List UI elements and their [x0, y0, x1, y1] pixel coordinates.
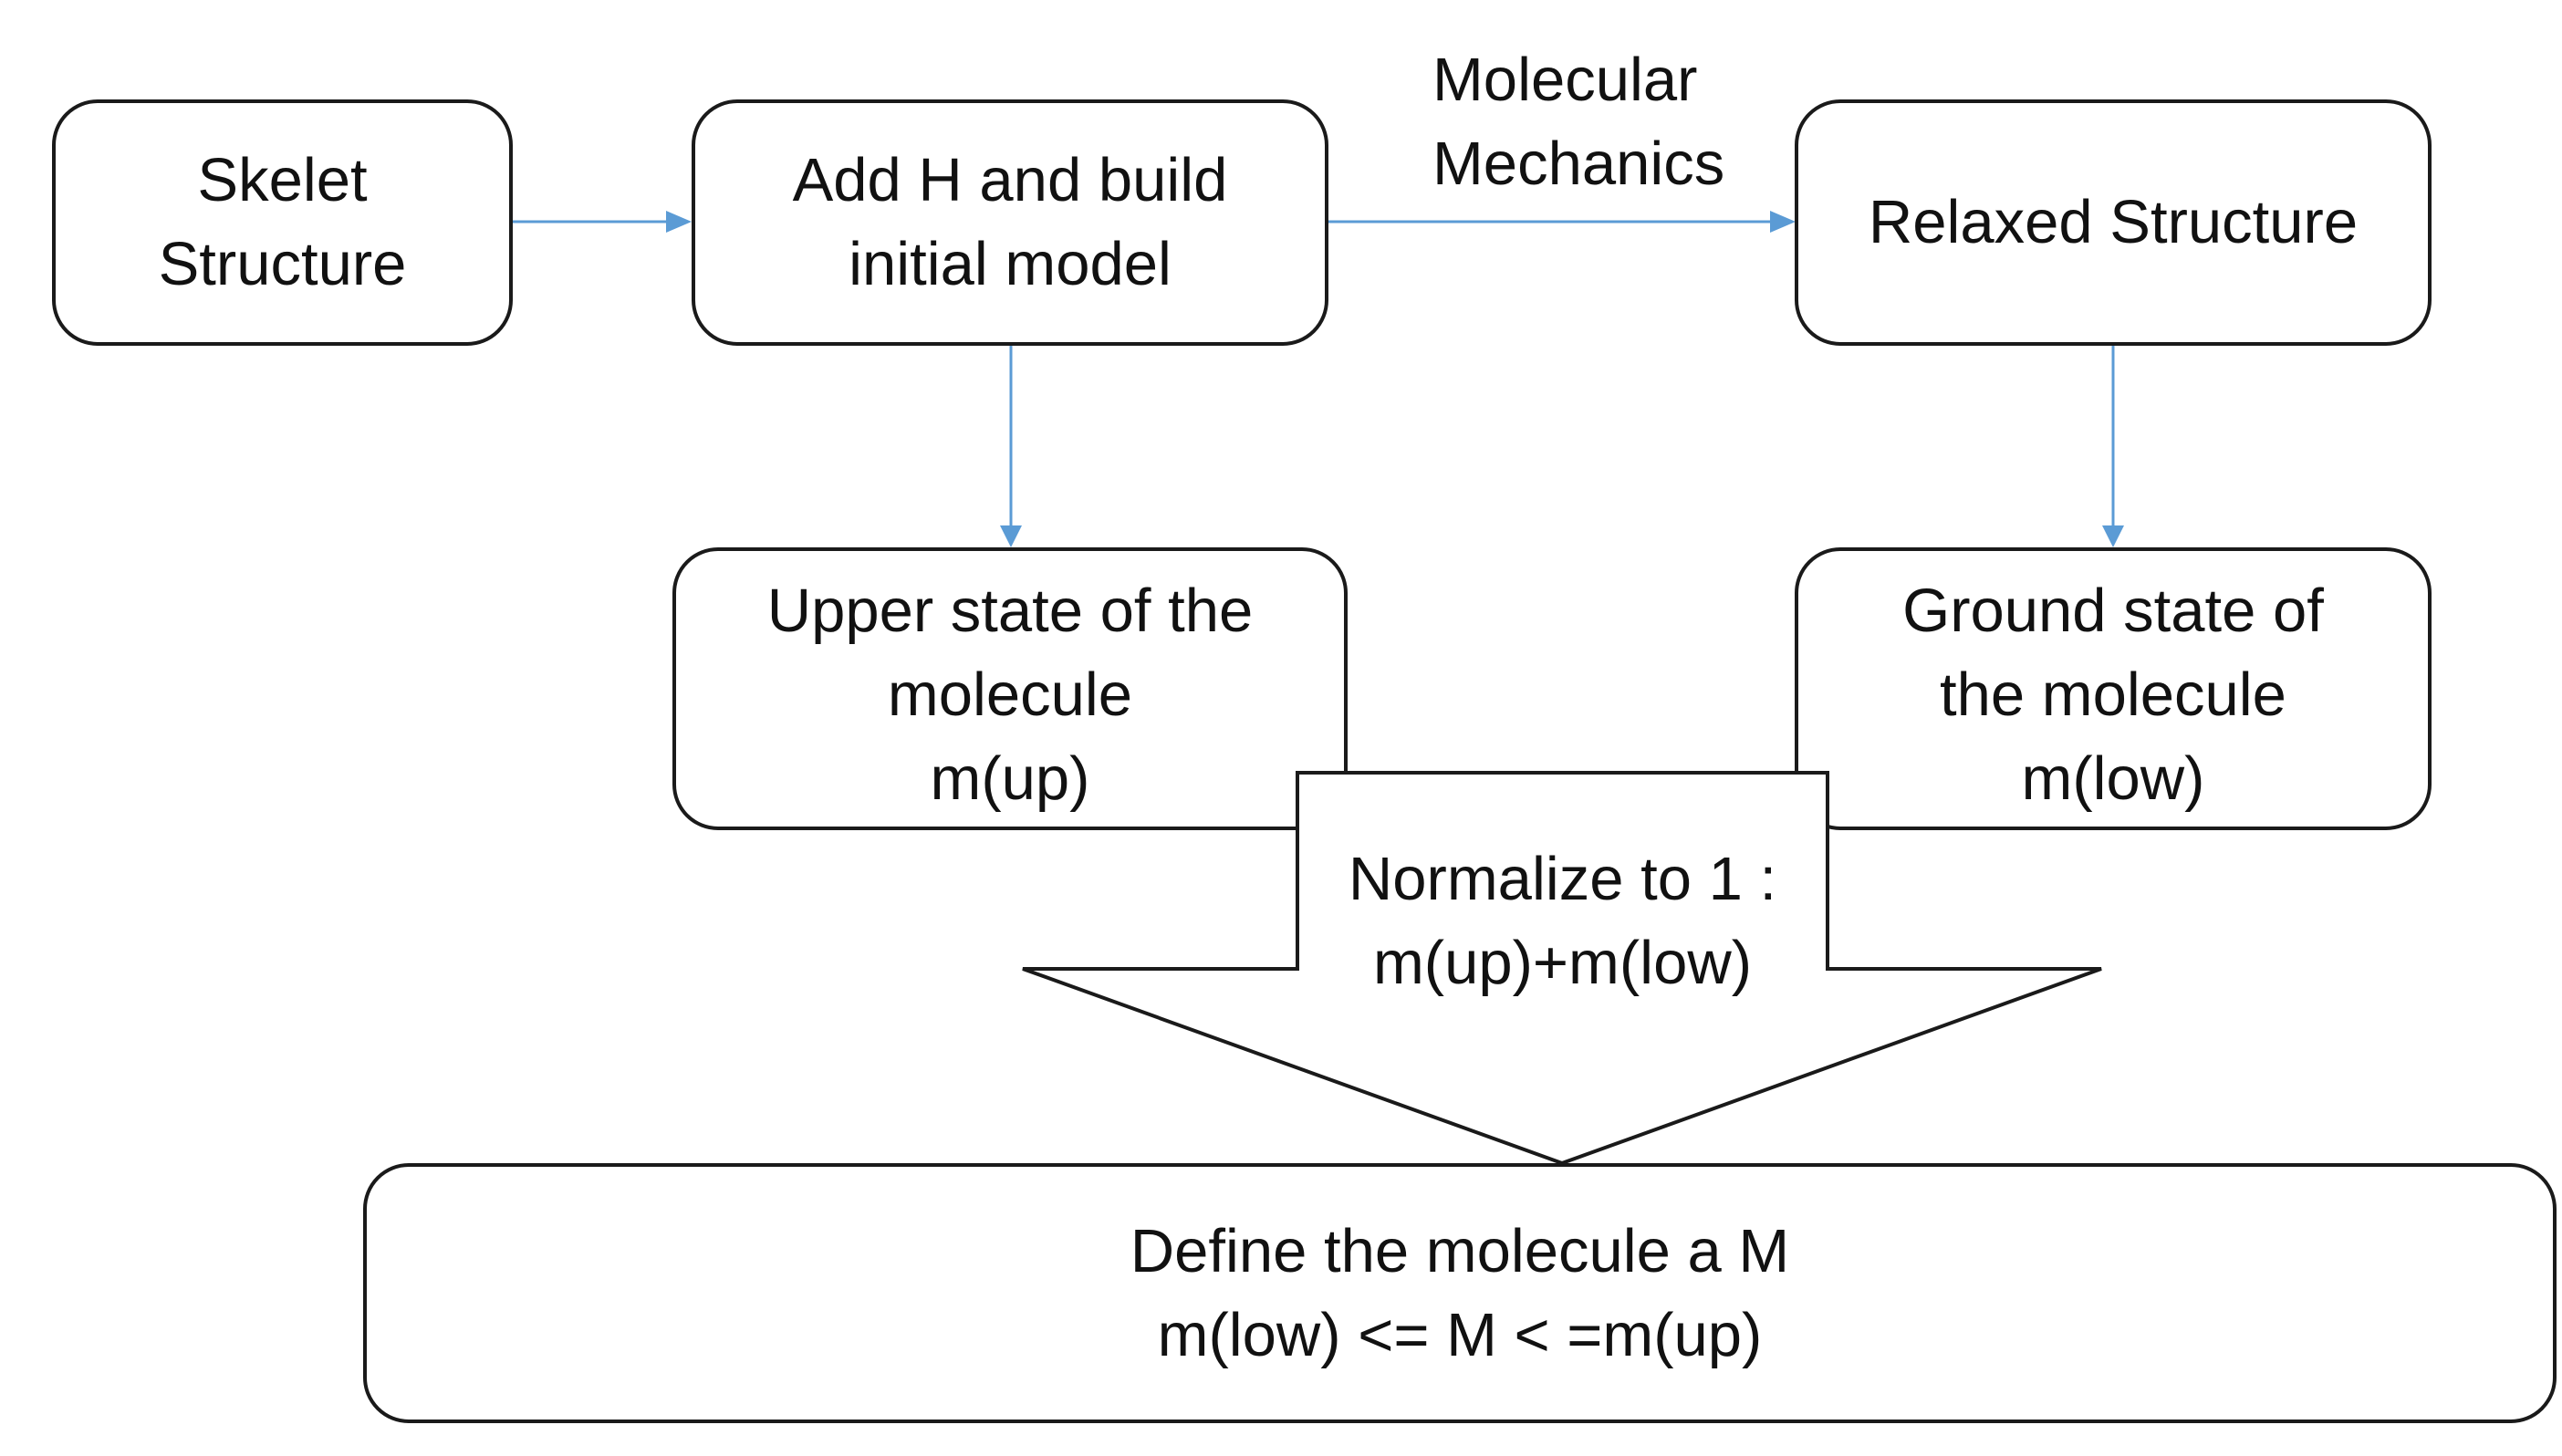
arrow-skelet-to-add-h [513, 211, 692, 233]
node-upper-state: Upper state of the molecule m(up) [672, 547, 1348, 830]
node-ground-line2: the molecule [1940, 660, 2286, 729]
node-define-line2: m(low) <= M < =m(up) [1157, 1300, 1763, 1369]
normalize-label: Normalize to 1 : m(up)+m(low) [1297, 837, 1828, 1005]
edge-label-molecular-mechanics: Molecular Mechanics [1432, 38, 1724, 206]
node-ground-state: Ground state of the molecule m(low) [1795, 547, 2432, 830]
arrow-add-h-to-upper [1000, 345, 1022, 547]
node-ground-line3: m(low) [2021, 744, 2205, 813]
node-upper-line3: m(up) [930, 744, 1090, 813]
node-add-h-line1: Add H and build [792, 146, 1228, 214]
node-ground-line1: Ground state of [1902, 577, 2324, 645]
node-define-line1: Define the molecule a M [1130, 1216, 1790, 1285]
node-upper-line2: molecule [887, 660, 1133, 729]
node-relaxed-line1: Relaxed Structure [1868, 188, 2359, 256]
node-skelet-line1: Skelet [197, 146, 368, 214]
node-add-h-initial-model: Add H and build initial model [692, 99, 1328, 346]
node-add-h-line2: initial model [849, 230, 1172, 298]
node-skelet-structure: Skelet Structure [52, 99, 513, 346]
node-upper-line1: Upper state of the [766, 577, 1254, 645]
arrow-add-h-to-relaxed [1328, 211, 1796, 233]
edge-label-line2: Mechanics [1432, 130, 1725, 198]
node-relaxed-structure: Relaxed Structure [1795, 99, 2432, 346]
edge-label-line1: Molecular [1432, 46, 1698, 114]
normalize-line1: Normalize to 1 : [1348, 845, 1777, 913]
node-define-molecule: Define the molecule a M m(low) <= M < =m… [363, 1163, 2557, 1423]
normalize-line2: m(up)+m(low) [1372, 929, 1753, 997]
arrow-relaxed-to-ground [2102, 345, 2124, 547]
node-skelet-line2: Structure [158, 230, 407, 298]
